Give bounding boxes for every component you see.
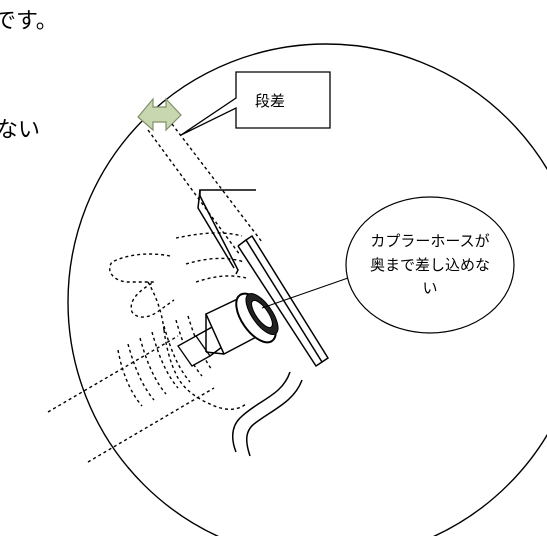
coupler-callout-ellipse (345, 196, 515, 334)
wall-plate (237, 234, 330, 368)
coupler-callout-line-2: 奥まで差し込めな (370, 256, 490, 274)
side-text-fragment: ない (0, 118, 40, 143)
step-guide-lines (147, 123, 263, 256)
coupler-ring (235, 292, 279, 344)
step-callout-label: 段差 (255, 92, 285, 110)
magnified-detail-circle (67, 43, 547, 536)
mounting-bracket (197, 189, 256, 275)
step-callout-box (180, 71, 331, 136)
step-double-arrow-icon (137, 97, 182, 132)
step-callout: 段差 (180, 71, 331, 136)
coupler-callout: カプラーホースが 奥まで差し込めな い (345, 196, 515, 334)
top-text-fragment: です。 (0, 9, 58, 34)
coupler-callout-line-1: カプラーホースが (370, 232, 489, 250)
coupler-hose (47, 315, 215, 463)
pipe (232, 371, 303, 457)
coupler-callout-line-3: い (422, 279, 437, 297)
hand-outline (108, 232, 247, 410)
coupler-callout-leader (261, 277, 349, 309)
